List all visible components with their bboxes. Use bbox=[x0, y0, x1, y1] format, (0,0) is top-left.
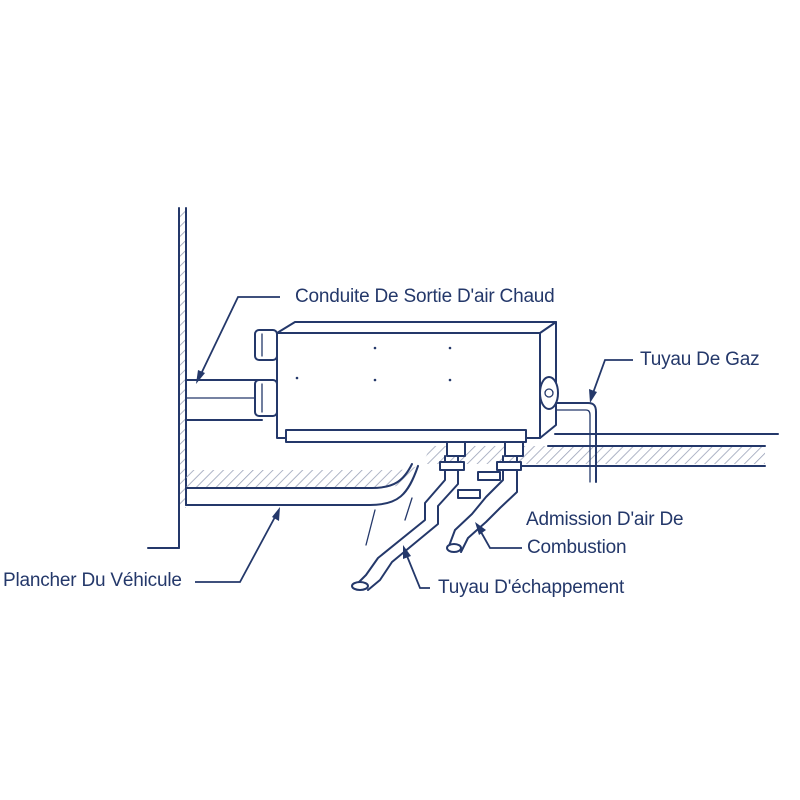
vehicle-floor-section bbox=[185, 433, 779, 506]
leader-hot-air-duct bbox=[196, 296, 280, 384]
leader-gas-pipe bbox=[589, 359, 633, 403]
underfloor-pipes bbox=[351, 441, 524, 591]
gas-pipe bbox=[555, 402, 597, 483]
vehicle-wall bbox=[147, 207, 187, 549]
heater-unit bbox=[276, 321, 559, 443]
leader-vehicle-floor bbox=[195, 507, 280, 583]
leader-combustion-air bbox=[475, 522, 522, 549]
label-exhaust-pipe: Tuyau D'échappement bbox=[438, 577, 625, 598]
label-hot-air-duct: Conduite De Sortie D'air Chaud bbox=[295, 286, 555, 307]
label-combustion-air-line2: Combustion bbox=[527, 537, 627, 558]
label-combustion-air-line1: Admission D'air De bbox=[526, 509, 684, 530]
leader-exhaust-pipe bbox=[403, 545, 430, 589]
label-gas-pipe: Tuyau De Gaz bbox=[640, 349, 760, 370]
label-vehicle-floor: Plancher Du Véhicule bbox=[3, 570, 182, 591]
